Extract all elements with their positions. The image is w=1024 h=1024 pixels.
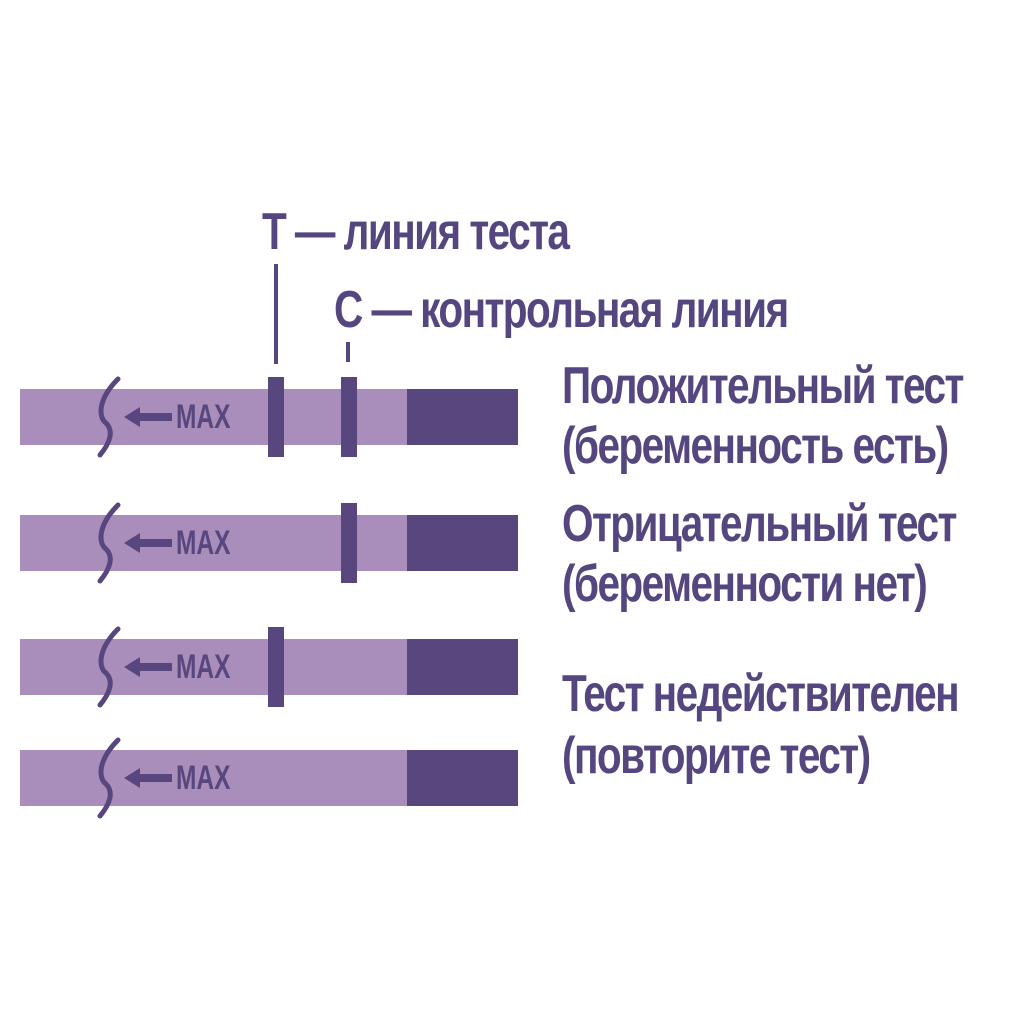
legend-t: Т — линия теста [262,203,570,261]
t-band [268,627,284,707]
result-invalid-title: Тест недействителен [562,665,960,723]
strip-handle [407,389,518,445]
c-band [341,377,357,457]
wave-break-icon [97,376,121,458]
arrow-left-icon [124,657,172,677]
pointer-c [346,342,350,362]
max-label: MAX [176,759,231,797]
test-strip-positive: MAX [20,376,518,458]
pointer-t [274,264,278,364]
t-band [268,377,284,457]
arrow-left-icon [124,533,172,553]
test-strip-blank: MAX [20,737,518,819]
result-positive-title: Положительный тест [562,357,964,415]
test-strip-invalid: MAX [20,626,518,708]
legend-c: С — контрольная линия [334,281,789,339]
wave-break-icon [97,737,121,819]
result-negative-title: Отрицательный тест [562,495,957,553]
wave-break-icon [97,626,121,708]
max-label: MAX [176,648,231,686]
strip-handle [407,750,518,806]
result-invalid-note: (повторите тест) [562,727,871,785]
strip-handle [407,639,518,695]
arrow-left-icon [124,768,172,788]
arrow-left-icon [124,407,172,427]
result-positive-note: (беременность есть) [562,417,949,475]
wave-break-icon [97,502,121,584]
max-label: MAX [176,398,231,436]
max-label: MAX [176,524,231,562]
c-band [341,503,357,583]
strip-handle [407,515,518,571]
test-strip-negative: MAX [20,502,518,584]
result-negative-note: (беременности нет) [562,555,928,613]
